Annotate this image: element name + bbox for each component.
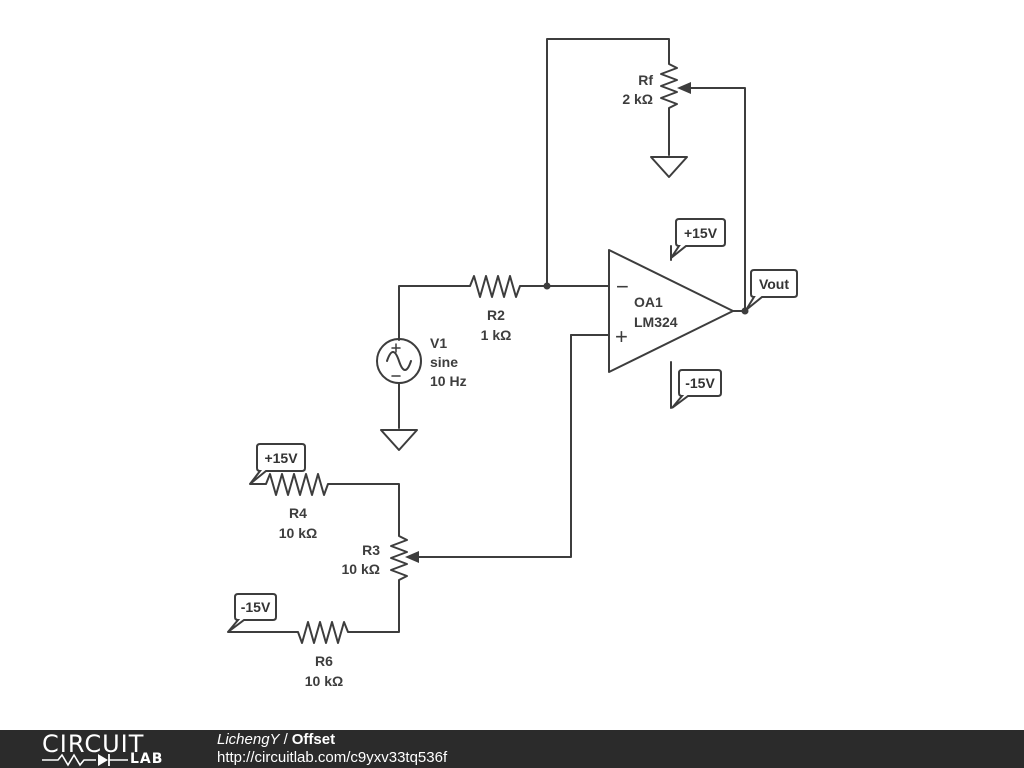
r4-value-label: 10 kΩ	[279, 525, 317, 541]
svg-text:Vout: Vout	[759, 276, 789, 292]
logo-waveform-icon	[42, 753, 128, 767]
v1-ref-label: V1	[430, 335, 447, 351]
feedback-wires	[546, 38, 746, 311]
r4-resistor[interactable]	[249, 473, 400, 533]
oa1-opamp[interactable]	[608, 249, 746, 373]
oa1-ref-label: OA1	[634, 294, 663, 310]
title-separator: /	[283, 731, 288, 748]
circuit-name[interactable]: Offset	[291, 731, 336, 748]
svg-text:+15V: +15V	[264, 450, 298, 466]
rf-ground-symbol	[650, 156, 688, 178]
v1-ground-symbol	[380, 429, 418, 451]
v1-sine-source[interactable]	[376, 338, 422, 384]
r3-potentiometer[interactable]	[390, 531, 419, 587]
r2-value-label: 1 kΩ	[481, 327, 512, 343]
svg-text:-15V: -15V	[685, 375, 715, 391]
r3-ref-label: R3	[362, 542, 380, 558]
net-label-opamp-vplus[interactable]: +15V	[670, 218, 726, 259]
circuitlab-logo[interactable]: CIRCUIT LAB	[42, 730, 182, 767]
net-label-vout[interactable]: Vout	[745, 269, 798, 311]
oa1-inverting-sign: −	[616, 274, 629, 299]
junction-inverting-node	[543, 282, 551, 290]
rf-value-label: 2 kΩ	[622, 91, 653, 107]
svg-text:+15V: +15V	[684, 225, 718, 241]
footer-title: LichengY/Offset	[217, 731, 335, 748]
v1-type-label: sine	[430, 354, 458, 370]
net-label-r6-supply[interactable]: -15V	[227, 593, 277, 633]
r4-ref-label: R4	[289, 505, 307, 521]
circuit-url-link[interactable]: http://circuitlab.com/c9yxv33tq536f	[217, 749, 448, 766]
v1-freq-label: 10 Hz	[430, 373, 467, 389]
rf-ref-label: Rf	[638, 72, 653, 88]
logo-lab-text: LAB	[130, 751, 164, 767]
schematic-canvas: Rf 2 kΩ R2 1 kΩ V1 sine 10 Hz − + OA1 LM…	[227, 38, 798, 689]
oa1-noninverting-sign: +	[615, 324, 628, 349]
r6-value-label: 10 kΩ	[305, 673, 343, 689]
svg-text:-15V: -15V	[241, 599, 271, 615]
author-link[interactable]: LichengY	[217, 731, 280, 748]
oa1-part-label: LM324	[634, 314, 678, 330]
net-label-opamp-vminus[interactable]: -15V	[671, 369, 722, 409]
r2-resistor[interactable]	[398, 275, 610, 341]
footer-bar: CIRCUIT LAB LichengY/Offset http://circu…	[0, 730, 1024, 768]
logo-circuit-text: CIRCUIT	[42, 730, 145, 758]
r6-resistor[interactable]	[227, 585, 400, 644]
wire-noninv-to-wiper	[418, 334, 572, 558]
net-label-r4-supply[interactable]: +15V	[249, 443, 306, 485]
r3-value-label: 10 kΩ	[342, 561, 380, 577]
r2-ref-label: R2	[487, 307, 505, 323]
r6-ref-label: R6	[315, 653, 333, 669]
rf-potentiometer[interactable]	[660, 57, 691, 113]
